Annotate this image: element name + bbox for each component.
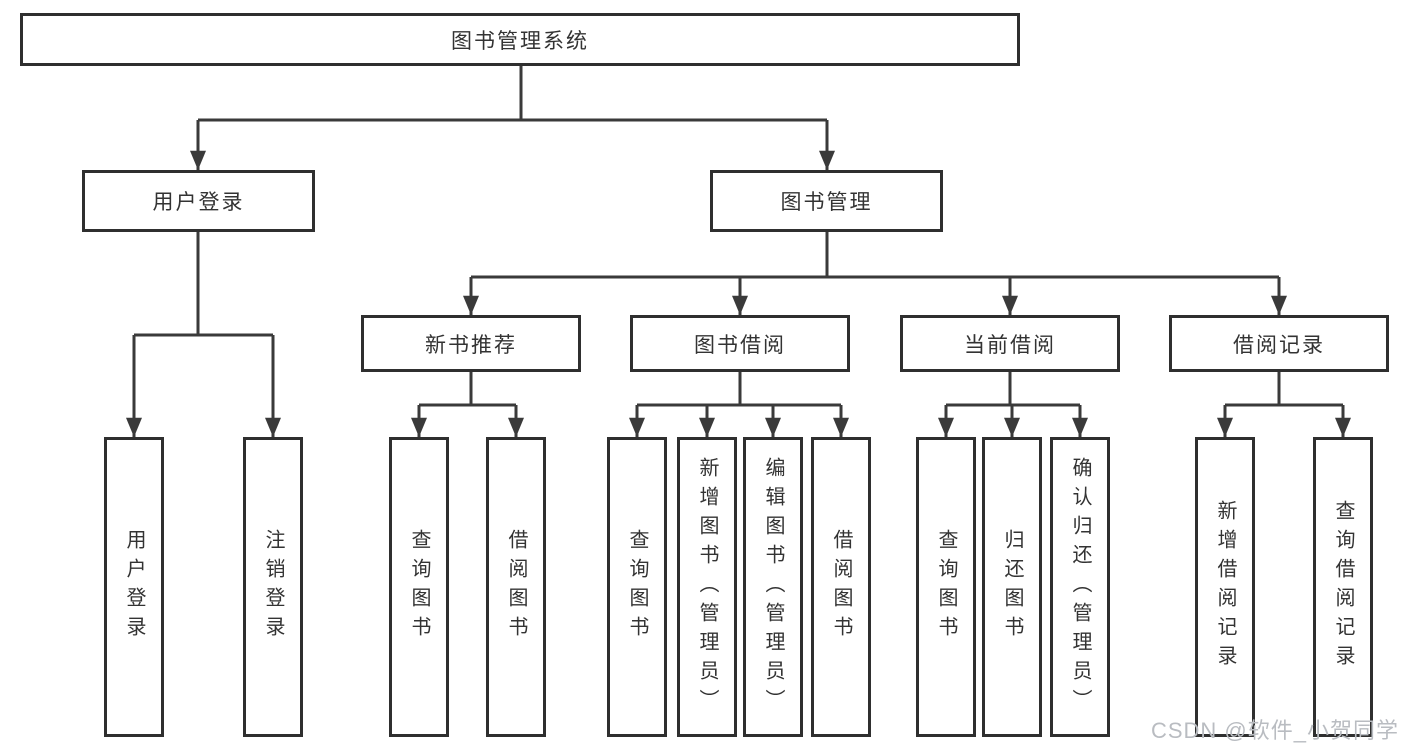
connector-records-bus xyxy=(1225,372,1343,407)
leaf-user-login: 用户登录 xyxy=(104,437,164,737)
leaf-edit-books-admin: 编辑图书（管理员） xyxy=(743,437,803,737)
leaf-return-books: 归还图书 xyxy=(982,437,1042,737)
connector-borrowing-bus xyxy=(637,372,841,407)
node-user-login: 用户登录 xyxy=(82,170,315,232)
connector-book-mgmt-bus xyxy=(471,232,1279,279)
node-borrow-records: 借阅记录 xyxy=(1169,315,1389,372)
watermark: CSDN @软件_小贺同学 xyxy=(1150,718,1399,743)
node-book-management: 图书管理 xyxy=(710,170,943,232)
connector-user-login-bus xyxy=(134,232,273,337)
node-new-book-recommend: 新书推荐 xyxy=(361,315,581,372)
leaf-logout: 注销登录 xyxy=(243,437,303,737)
connector-root-bus xyxy=(198,66,827,122)
connector-current-bus xyxy=(946,372,1080,407)
node-current-borrowing: 当前借阅 xyxy=(900,315,1120,372)
leaf-confirm-return-admin: 确认归还（管理员） xyxy=(1050,437,1110,737)
node-book-borrowing: 图书借阅 xyxy=(630,315,850,372)
node-library-system: 图书管理系统 xyxy=(20,13,1020,66)
leaf-query-books-3: 查询图书 xyxy=(916,437,976,737)
leaf-borrow-books-2: 借阅图书 xyxy=(811,437,871,737)
leaf-add-borrow-record: 新增借阅记录 xyxy=(1195,437,1255,737)
leaf-borrow-books-1: 借阅图书 xyxy=(486,437,546,737)
leaf-query-books-2: 查询图书 xyxy=(607,437,667,737)
leaf-add-books-admin: 新增图书（管理员） xyxy=(677,437,737,737)
connector-new-books-bus xyxy=(419,372,516,407)
leaf-query-borrow-record: 查询借阅记录 xyxy=(1313,437,1373,737)
leaf-query-books-1: 查询图书 xyxy=(389,437,449,737)
